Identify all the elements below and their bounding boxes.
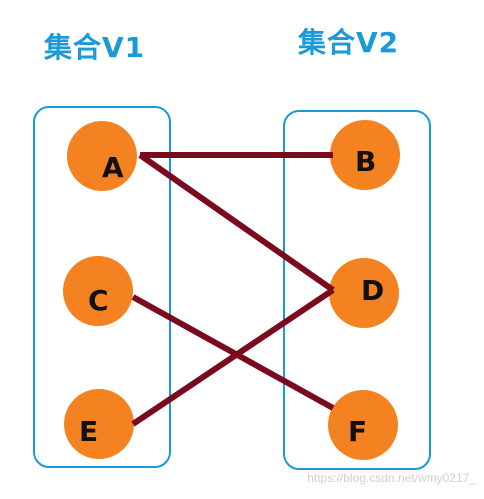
node-f [328, 390, 398, 460]
node-d [329, 258, 399, 328]
edge-c-f [131, 294, 335, 411]
node-f-label: F [348, 415, 368, 448]
watermark: https://blog.csdn.net/wmy0217_ [307, 471, 476, 485]
node-a-label: A [102, 151, 124, 184]
edge-a-d [138, 152, 335, 293]
node-e [64, 389, 134, 459]
edge-e-d [131, 287, 335, 427]
node-a [67, 121, 137, 191]
set-v2-container [283, 110, 431, 470]
node-e-label: E [79, 415, 99, 448]
set-v2-title: 集合V2 [298, 26, 400, 59]
set-v1-container [33, 106, 171, 468]
node-b-label: B [355, 145, 377, 178]
node-b [330, 120, 400, 190]
set-v1-title: 集合V1 [44, 31, 146, 64]
node-d-label: D [361, 274, 385, 307]
node-c-label: C [88, 284, 109, 317]
node-c [63, 256, 133, 326]
